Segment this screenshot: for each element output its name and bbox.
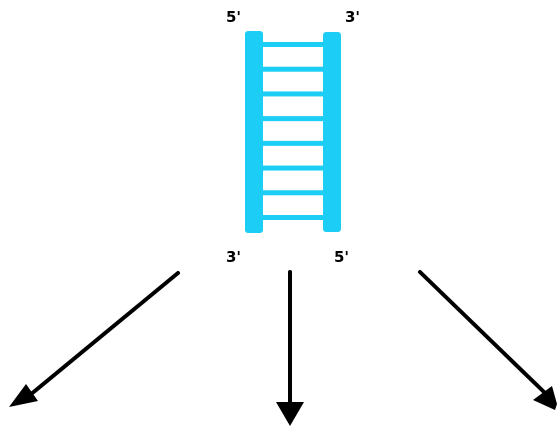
arrow-right bbox=[418, 270, 557, 410]
arrowhead-right bbox=[533, 386, 557, 410]
arrows bbox=[9, 270, 557, 426]
rung bbox=[261, 165, 325, 171]
left-strand bbox=[245, 31, 263, 233]
right-strand bbox=[323, 32, 341, 232]
rung bbox=[261, 140, 325, 146]
label-bottom-left: 3' bbox=[226, 248, 241, 266]
rung bbox=[261, 91, 325, 97]
arrowhead-left bbox=[9, 384, 38, 407]
label-top-left: 5' bbox=[226, 8, 241, 26]
arrowhead-center bbox=[276, 402, 304, 426]
dna-ladder bbox=[245, 31, 341, 233]
arrow-center bbox=[276, 270, 304, 426]
arrow-left bbox=[9, 271, 180, 407]
rung bbox=[261, 215, 325, 220]
base-pair-rungs bbox=[261, 42, 325, 220]
rung bbox=[261, 66, 325, 72]
rung bbox=[261, 116, 325, 122]
rung bbox=[261, 190, 325, 196]
rung bbox=[261, 42, 325, 47]
label-bottom-right: 5' bbox=[334, 248, 349, 266]
label-top-right: 3' bbox=[345, 8, 360, 26]
